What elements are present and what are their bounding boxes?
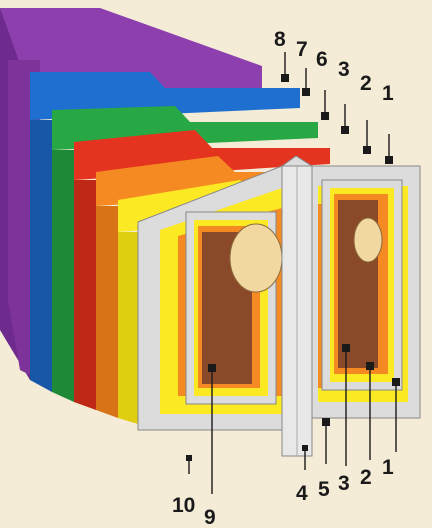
marker-3-top: [341, 126, 349, 134]
label-top-1: 1: [382, 82, 394, 105]
marker-1-top: [385, 156, 393, 164]
label-top-8: 8: [274, 28, 286, 51]
label-bottom-1: 1: [382, 456, 394, 479]
label-top-7: 7: [296, 38, 308, 61]
label-top-6: 6: [316, 48, 328, 71]
label-bottom-5: 5: [318, 478, 330, 501]
bottom-labels: 10 9 4 5 3 2 1: [172, 456, 394, 528]
label-bottom-2: 2: [360, 466, 372, 489]
top-labels: 8 7 6 3 2 1: [274, 28, 394, 105]
right-hole: [353, 217, 383, 263]
marker-7: [302, 88, 310, 96]
leaders: [186, 52, 400, 494]
layer-green-side: [52, 150, 74, 402]
label-top-2: 2: [360, 72, 372, 95]
layer-yellow-side: [118, 232, 138, 424]
label-bottom-10: 10: [172, 494, 195, 517]
marker-2-top: [363, 146, 371, 154]
marker-8: [281, 74, 289, 82]
layer-blue-side: [30, 120, 52, 392]
label-bottom-3: 3: [338, 472, 350, 495]
layer-blue-top: [30, 72, 300, 120]
label-bottom-9: 9: [204, 506, 216, 528]
layer-orange-side: [96, 206, 118, 418]
layer-red-side: [74, 180, 96, 410]
label-bottom-4: 4: [296, 482, 308, 505]
layer-purple-top: [0, 8, 262, 92]
marker-6: [321, 112, 329, 120]
label-top-3: 3: [338, 58, 350, 81]
left-hole: [229, 223, 283, 293]
